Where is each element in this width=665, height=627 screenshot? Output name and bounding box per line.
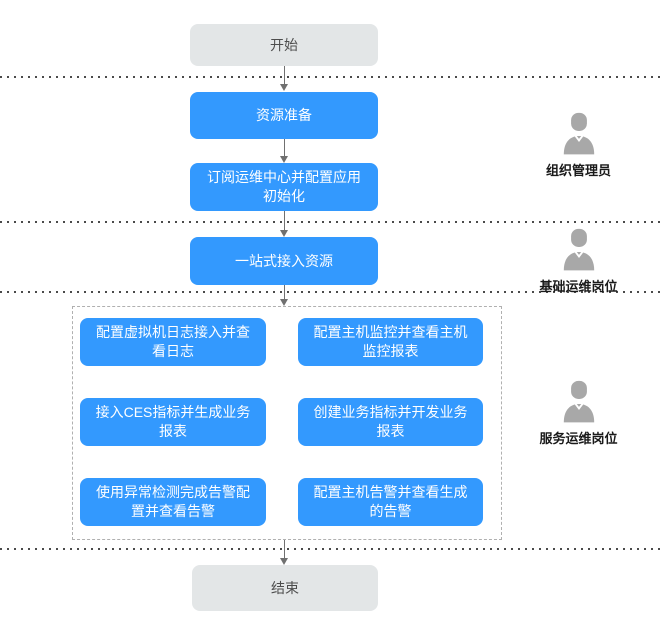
flow-arrow <box>279 211 289 237</box>
person-icon <box>563 380 594 423</box>
arrow-down-icon <box>280 299 288 306</box>
arrow-down-icon <box>280 558 288 565</box>
step-resource-preparation[interactable]: 资源准备 <box>190 92 378 139</box>
task-group-frame <box>72 306 502 540</box>
role-service-om-position: 服务运维岗位 <box>530 379 627 447</box>
swimlane-separator <box>0 548 665 550</box>
arrow-down-icon <box>280 84 288 91</box>
flow-arrow <box>279 66 289 91</box>
swimlane-separator <box>0 291 665 293</box>
role-label: 基础运维岗位 <box>539 279 618 294</box>
person-icon <box>563 228 594 271</box>
step-onestop-access[interactable]: 一站式接入资源 <box>190 237 378 285</box>
start-node: 开始 <box>190 24 378 66</box>
task-vm-log-access[interactable]: 配置虚拟机日志接入并查看日志 <box>80 318 266 366</box>
arrow-down-icon <box>280 156 288 163</box>
flow-arrow <box>279 285 289 306</box>
task-host-alarm-view[interactable]: 配置主机告警并查看生成的告警 <box>298 478 483 526</box>
flow-arrow <box>279 540 289 565</box>
task-anomaly-alarm-config[interactable]: 使用异常检测完成告警配置并查看告警 <box>80 478 266 526</box>
step-subscribe-oc-init[interactable]: 订阅运维中心并配置应用初始化 <box>190 163 378 211</box>
task-host-monitoring[interactable]: 配置主机监控并查看主机监控报表 <box>298 318 483 366</box>
arrow-down-icon <box>280 230 288 237</box>
task-ces-metrics-report[interactable]: 接入CES指标并生成业务报表 <box>80 398 266 446</box>
person-icon <box>563 112 594 155</box>
swimlane-separator <box>0 76 665 78</box>
task-business-metrics-report[interactable]: 创建业务指标并开发业务报表 <box>298 398 483 446</box>
end-node: 结束 <box>192 565 378 611</box>
swimlane-separator <box>0 221 665 223</box>
role-label: 服务运维岗位 <box>539 431 618 446</box>
role-basic-om-position: 基础运维岗位 <box>530 227 627 295</box>
flow-arrow <box>279 139 289 163</box>
role-org-administrator: 组织管理员 <box>530 111 627 179</box>
role-label: 组织管理员 <box>545 163 611 178</box>
